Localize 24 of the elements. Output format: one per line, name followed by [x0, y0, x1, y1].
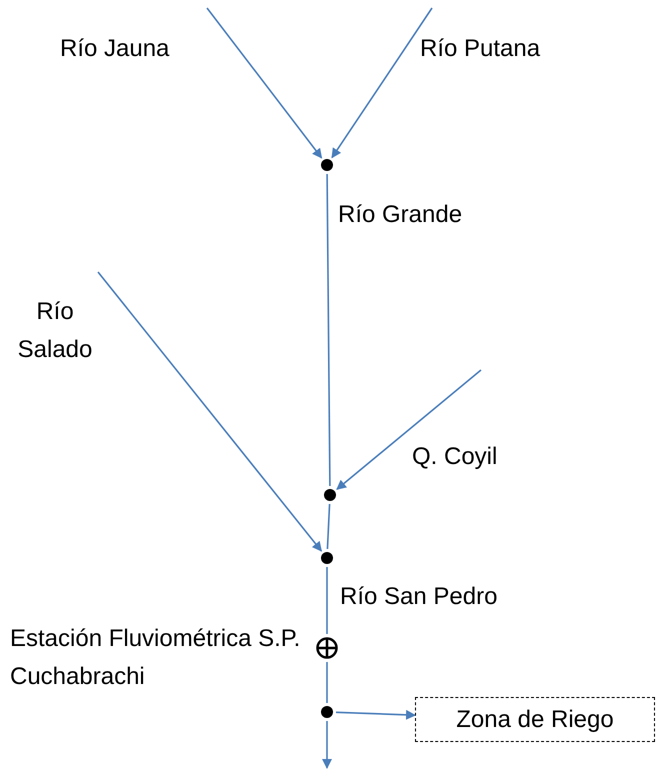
river-arrow [331, 8, 433, 158]
river-line [336, 710, 416, 720]
junction-dot [321, 159, 333, 171]
river-line [326, 504, 330, 550]
junction-dot [321, 706, 333, 718]
river-line [326, 174, 331, 486]
river-arrow [206, 8, 322, 159]
river-name: Río Jauna [60, 34, 170, 64]
zone-label: Zona de Riego [456, 704, 614, 734]
river-name: Q. Coyil [412, 442, 498, 472]
river-name: Río Salado [16, 297, 94, 365]
river-line [326, 567, 328, 634]
junction-dot [324, 489, 336, 501]
station-label: Estación Fluviométrica S.P. Cuchabrachi [10, 624, 302, 692]
river-arrow [97, 272, 322, 552]
river-arrow [322, 721, 332, 769]
river-name: Río Putana [420, 34, 542, 64]
gauging-station-symbol [316, 637, 338, 659]
junction-dot [321, 552, 333, 564]
zone-box [415, 697, 655, 742]
river-arrow [336, 369, 482, 490]
river-line [326, 662, 328, 703]
river-name: Río San Pedro [340, 582, 498, 612]
river-name: Río Grande [338, 200, 464, 230]
